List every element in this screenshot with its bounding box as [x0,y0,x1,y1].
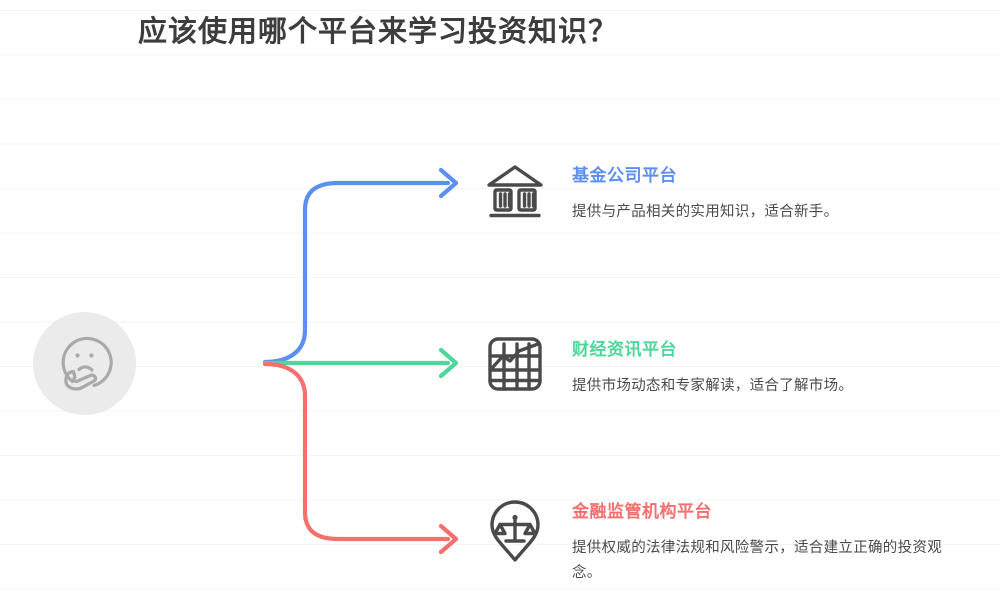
connector-blue [262,180,451,365]
arrowhead-red [438,523,459,555]
bank-building-icon [487,165,543,218]
arrowhead-green [438,347,459,379]
connector-red [262,361,451,542]
branch-text-fund-company: 基金公司平台 提供与产品相关的实用知识，适合新手。 [572,166,944,225]
justice-scale-pin-icon [490,500,540,562]
chart-grid-icon [488,337,542,391]
branch-heading: 财经资讯平台 [572,340,677,359]
branch-text-financial-news: 财经资讯平台 提供市场动态和专家解读，适合了解市场。 [572,340,944,399]
branch-description: 提供权威的法律法规和风险警示，适合建立正确的投资观念。 [572,540,942,581]
arrowhead-blue [438,167,459,199]
branch-text-regulator: 金融监管机构平台 提供权威的法律法规和风险警示，适合建立正确的投资观念。 [572,502,944,586]
root-node[interactable] [33,312,136,415]
branch-heading: 基金公司平台 [572,166,677,185]
branch-description: 提供市场动态和专家解读，适合了解市场。 [572,378,854,394]
page-title: 应该使用哪个平台来学习投资知识？ [138,16,619,48]
branch-description: 提供与产品相关的实用知识，适合新手。 [572,204,839,220]
branch-heading: 金融监管机构平台 [572,502,712,521]
thinking-face-icon [61,336,113,391]
